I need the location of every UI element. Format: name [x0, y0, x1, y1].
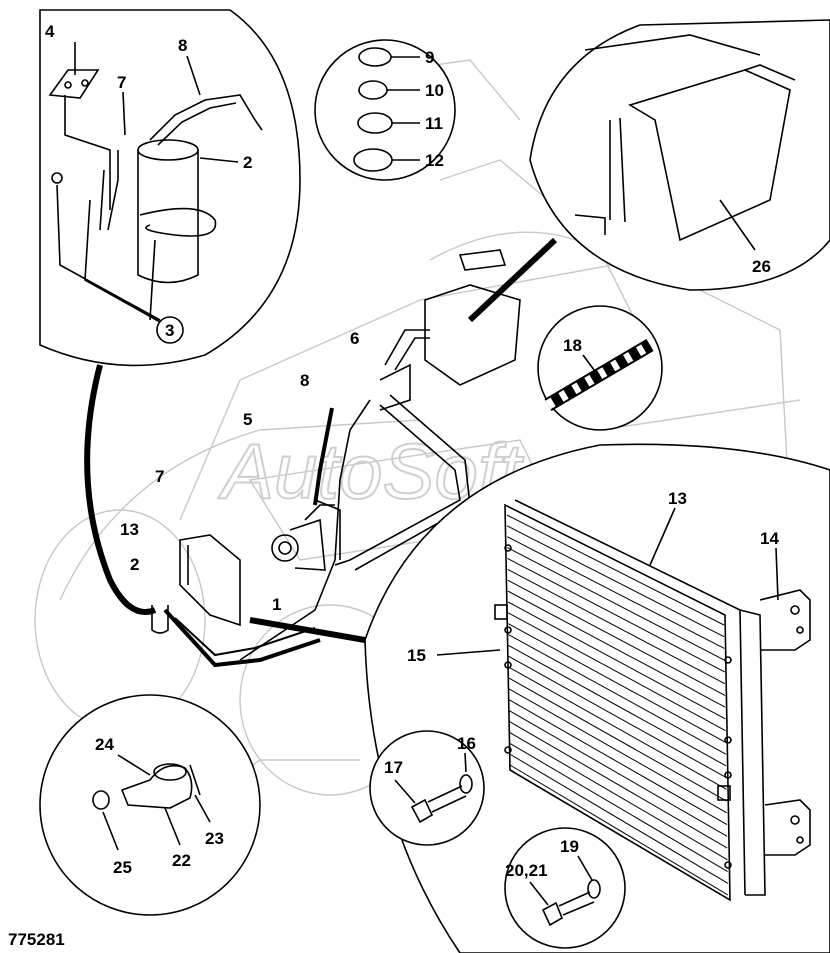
callout-labels: 4 8 7 2 3 9 10 11 12 26 18 6 8 5 7 13 2 … — [45, 22, 779, 880]
condenser-fin-line — [508, 655, 727, 779]
figure-number: 775281 — [8, 930, 65, 949]
callout-3: 3 — [165, 321, 174, 340]
callout-4: 4 — [45, 22, 55, 41]
callout-7b: 7 — [155, 467, 164, 486]
condenser-fin-line — [507, 536, 725, 649]
callout-18: 18 — [563, 336, 582, 355]
callout-25: 25 — [113, 858, 132, 877]
condenser-fin-line — [507, 579, 726, 696]
callout-11: 11 — [425, 114, 443, 133]
callout-26: 26 — [752, 257, 771, 276]
condenser-fin-line — [507, 568, 726, 685]
condenser-fin-line — [507, 547, 725, 661]
callout-15: 15 — [407, 646, 426, 665]
callout-13: 13 — [120, 520, 139, 539]
condenser-fins — [506, 514, 729, 896]
detail-condenser — [364, 443, 830, 953]
condenser-fin-line — [509, 742, 728, 872]
condenser-fin-line — [507, 590, 726, 708]
callout-20-21: 20,21 — [505, 861, 548, 880]
callout-24: 24 — [95, 735, 114, 754]
callout-12: 12 — [425, 151, 444, 170]
condenser-fin-line — [508, 644, 727, 767]
condenser-fin-line — [508, 623, 726, 743]
callout-8b: 8 — [300, 371, 309, 390]
detail-bolt-washer — [369, 730, 485, 846]
detail-clip — [39, 694, 261, 916]
condenser-fin-line — [509, 753, 729, 884]
condenser-fin-line — [507, 612, 726, 732]
detail-evaporator — [529, 19, 830, 291]
condenser-fin-line — [506, 525, 725, 638]
callout-14: 14 — [760, 529, 779, 548]
callout-13b: 13 — [668, 489, 687, 508]
evaporator-leader — [467, 237, 558, 323]
condenser-fin-line — [509, 710, 728, 837]
detail-hose — [537, 305, 663, 431]
callout-2b: 2 — [130, 555, 139, 574]
main-assembly — [151, 249, 521, 668]
condenser-fin-line — [508, 666, 727, 790]
callout-6: 6 — [350, 329, 359, 348]
condenser-fin-line — [506, 514, 725, 626]
condenser-fin-line — [509, 721, 728, 849]
drier-leader — [84, 364, 157, 615]
condenser-fin-line — [508, 677, 727, 802]
condenser-fin-line — [508, 634, 727, 755]
callout-22: 22 — [172, 851, 191, 870]
condenser-fin-line — [507, 558, 725, 673]
callout-19: 19 — [560, 837, 579, 856]
callout-5: 5 — [243, 410, 252, 429]
callout-1: 1 — [272, 595, 281, 614]
callout-10: 10 — [425, 81, 444, 100]
callout-8: 8 — [178, 36, 187, 55]
condenser-fin-line — [509, 731, 728, 861]
condenser-fin-line — [509, 764, 729, 896]
callout-16: 16 — [457, 734, 476, 753]
detail-bolt-washer-2 — [504, 827, 626, 949]
condenser-fin-line — [507, 601, 726, 720]
condenser-fin-line — [508, 688, 728, 814]
callout-23: 23 — [205, 829, 224, 848]
detail-receiver-drier — [39, 9, 301, 367]
callout-7: 7 — [117, 73, 126, 92]
detail-o-rings — [314, 39, 456, 181]
callout-17: 17 — [384, 758, 403, 777]
condenser-fin-line — [508, 699, 728, 825]
callout-9: 9 — [425, 48, 434, 67]
condenser-leader — [249, 617, 366, 643]
callout-2: 2 — [243, 153, 252, 172]
